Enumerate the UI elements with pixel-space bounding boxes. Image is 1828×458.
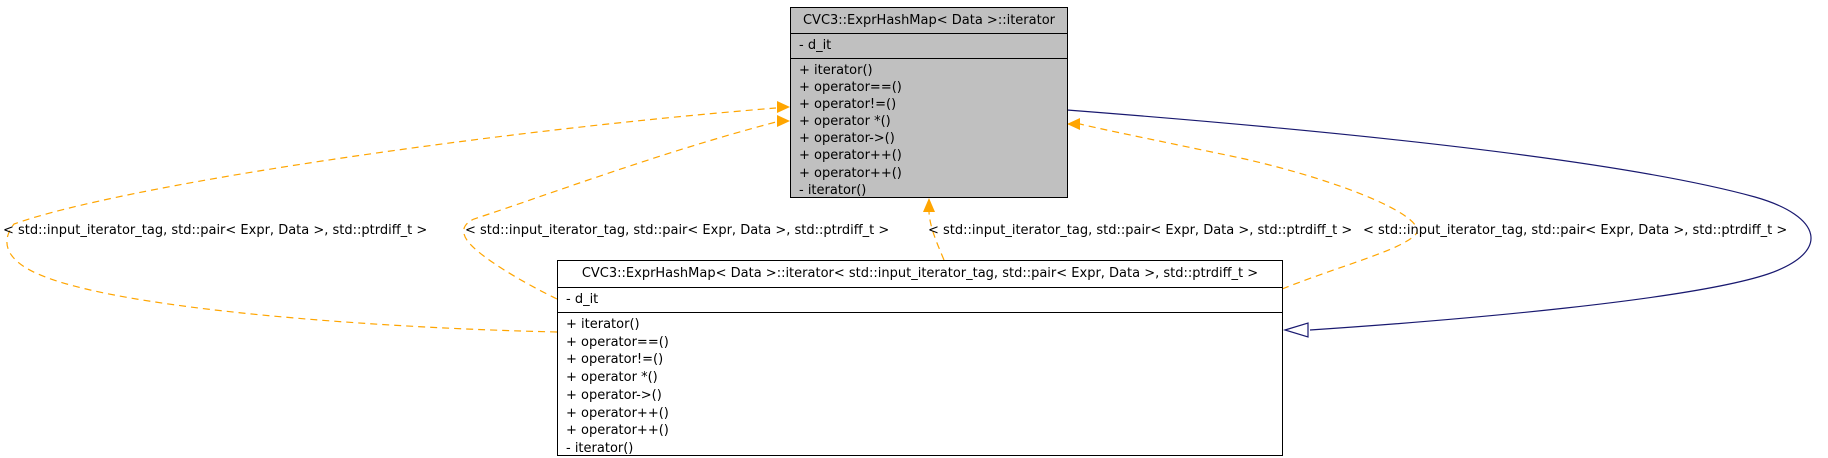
template-edge-1 (6, 107, 777, 333)
template-arrowhead-1 (777, 101, 790, 113)
class-method: + operator!=() (566, 352, 664, 368)
template-edge-3 (928, 211, 945, 261)
template-edge-label: < std::input_iterator_tag, std::pair< Ex… (928, 223, 1353, 238)
class-title: CVC3::ExprHashMap< Data >::iterator (791, 8, 1067, 34)
class-attribute: - d_it (566, 292, 599, 307)
template-edge-4 (1079, 123, 1418, 290)
class-method: + operator *() (799, 114, 891, 130)
template-edge-2 (463, 121, 777, 300)
class-method: + iterator() (799, 63, 873, 78)
class-title: CVC3::ExprHashMap< Data >::iterator< std… (558, 261, 1282, 288)
template-arrowhead-3 (923, 198, 935, 212)
class-method: + operator!=() (799, 97, 897, 113)
class-method: + iterator() (566, 317, 640, 332)
inheritance-arrowhead (1282, 322, 1309, 338)
template-arrowhead-2 (777, 115, 790, 127)
class-method: + operator++() (566, 405, 669, 421)
class-method: - iterator() (799, 182, 867, 198)
template-arrowhead-4 (1067, 118, 1080, 130)
class-method: + operator==() (799, 80, 902, 96)
class-method: + operator==() (566, 334, 669, 350)
class-method: + operator++() (799, 148, 902, 164)
class-method: + operator++() (799, 165, 902, 181)
class-method: + operator->() (799, 131, 895, 147)
template-edge-label: < std::input_iterator_tag, std::pair< Ex… (465, 223, 890, 238)
class-method: + operator *() (566, 370, 658, 386)
class-box-iterator-instantiation[interactable]: CVC3::ExprHashMap< Data >::iterator< std… (557, 260, 1283, 456)
template-edge-label: < std::input_iterator_tag, std::pair< Ex… (1363, 223, 1788, 238)
class-method: - iterator() (566, 440, 634, 456)
template-edge-label: < std::input_iterator_tag, std::pair< Ex… (3, 223, 428, 238)
class-attribute: - d_it (799, 38, 832, 53)
class-method: + operator++() (566, 423, 669, 439)
inheritance-edge (1066, 109, 1812, 331)
class-method: + operator->() (566, 387, 662, 403)
class-box-iterator: CVC3::ExprHashMap< Data >::iterator - d_… (790, 7, 1068, 198)
